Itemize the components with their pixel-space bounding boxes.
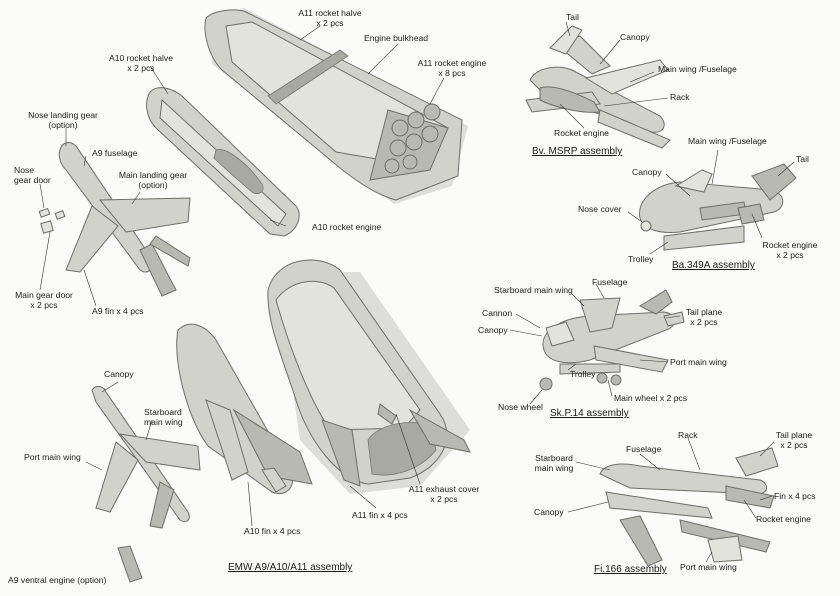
label-main-landing-gear-option: (option) <box>138 180 168 190</box>
label-a11-rocket-engine: A11 rocket engine x 8 pcs <box>410 58 494 78</box>
a10-assembled-part <box>176 323 313 494</box>
caption-emw-assembly: EMW A9/A10/A11 assembly <box>228 562 353 573</box>
label-a11-rocket-halve: A11 rocket halve x 2 pcs <box>290 8 370 28</box>
label-msrp-rocket-engine: Rocket engine <box>554 128 609 138</box>
label-a9-fuselage: A9 fuselage <box>92 148 138 158</box>
label-emw-starboard-line2: main wing <box>144 417 183 427</box>
label-main-landing-gear-text: Main landing gear <box>118 170 188 180</box>
label-a11-exhaust-cover-qty: x 2 pcs <box>430 494 458 504</box>
fi166-part <box>599 447 779 567</box>
label-fi166-starboard-main-wing: Starboard main wing <box>528 453 580 473</box>
label-ba349-nose-cover: Nose cover <box>578 204 622 214</box>
label-skp14-tail-plane-qty: x 2 pcs <box>690 317 718 327</box>
label-skp14-port-main-wing: Port main wing <box>670 357 727 367</box>
a9-fuselage-part <box>38 142 191 297</box>
label-a10-fin: A10 fin x 4 pcs <box>244 526 301 536</box>
label-fi166-canopy: Canopy <box>534 507 564 517</box>
label-fi166-starboard-line2: main wing <box>534 463 574 473</box>
label-fi166-rocket-engine: Rocket engine <box>756 514 811 524</box>
label-fi166-rack: Rack <box>678 430 698 440</box>
label-fi166-fuselage: Fuselage <box>626 444 662 454</box>
label-skp14-cannon: Cannon <box>482 308 513 318</box>
a10-rocket-halve-part <box>146 87 300 237</box>
label-a11-exhaust-cover: A11 exhaust cover x 2 pcs <box>400 484 488 504</box>
caption-msrp-assembly: Bv. MSRP assembly <box>532 146 623 157</box>
label-a11-exhaust-cover-text: A11 exhaust cover <box>408 484 480 494</box>
caption-ba349-assembly: Ba.349A assembly <box>672 260 755 271</box>
label-ba349-main-wing-fuselage: Main wing /Fuselage <box>688 136 767 146</box>
leader-lines <box>39 21 795 563</box>
label-a10-rocket-engine: A10 rocket engine <box>312 222 382 232</box>
label-emw-canopy: Canopy <box>104 369 134 379</box>
caption-skp14-assembly: Sk.P.14 assembly <box>550 408 629 419</box>
label-ba349-rocket-engine: Rocket engine x 2 pcs <box>752 240 828 260</box>
label-skp14-main-wheel: Main wheel x 2 pcs <box>614 393 688 403</box>
label-main-gear-door: Main gear door x 2 pcs <box>8 290 80 310</box>
label-a11-rocket-engine-qty: x 8 pcs <box>438 68 466 78</box>
label-a9-ventral-engine: A9 ventral engine (option) <box>8 575 107 585</box>
ba349a-part <box>639 163 797 251</box>
label-main-gear-door-qty: x 2 pcs <box>30 300 58 310</box>
label-skp14-nose-wheel: Nose wheel <box>498 402 543 412</box>
label-emw-port-main-wing: Port main wing <box>24 452 81 462</box>
label-fi166-starboard-line1: Starboard <box>535 453 573 463</box>
label-a11-rocket-halve-qty: x 2 pcs <box>316 18 344 28</box>
label-engine-bulkhead: Engine bulkhead <box>364 33 429 43</box>
label-skp14-fuselage: Fuselage <box>592 277 628 287</box>
label-nose-gear-door-line1: Nose <box>14 165 35 175</box>
label-skp14-tail-plane-text: Tail plane <box>685 307 723 317</box>
label-a10-rocket-halve-qty: x 2 pcs <box>127 63 155 73</box>
label-emw-starboard-main-wing: Starboard main wing <box>144 407 183 427</box>
label-a11-fin: A11 fin x 4 pcs <box>352 510 408 520</box>
label-msrp-rack: Rack <box>670 92 690 102</box>
label-fi166-port-main-wing: Port main wing <box>680 562 737 572</box>
label-skp14-tail-plane: Tail plane x 2 pcs <box>676 307 732 327</box>
a9-assembled-part <box>91 385 201 583</box>
label-ba349-rocket-engine-qty: x 2 pcs <box>776 250 804 260</box>
label-ba349-tail: Tail <box>796 154 809 164</box>
label-nose-landing-gear: Nose landing gear (option) <box>20 110 106 130</box>
label-msrp-canopy: Canopy <box>620 32 650 42</box>
caption-fi166-assembly: Fi.166 assembly <box>594 564 667 575</box>
label-a9-fin: A9 fin x 4 pcs <box>92 306 144 316</box>
label-skp14-trolley: Trolley <box>570 369 596 379</box>
label-ba349-canopy: Canopy <box>632 167 662 177</box>
label-nose-gear-door: Nose gear door <box>14 165 51 185</box>
label-ba349-rocket-engine-text: Rocket engine <box>762 240 818 250</box>
label-ba349-trolley: Trolley <box>628 254 654 264</box>
label-main-gear-door-text: Main gear door <box>15 290 73 300</box>
label-a10-rocket-halve-text: A10 rocket halve <box>108 53 173 63</box>
a11-assembled-part <box>267 259 471 494</box>
a11-engine-cluster <box>384 103 441 174</box>
label-nose-landing-gear-text: Nose landing gear <box>28 110 98 120</box>
skp14-part <box>539 289 685 391</box>
label-nose-landing-gear-option: (option) <box>48 120 78 130</box>
bv-msrp-part <box>525 25 671 149</box>
label-msrp-main-wing-fuselage: Main wing /Fuselage <box>658 64 737 74</box>
label-fi166-tail-plane-text: Tail plane <box>775 430 813 440</box>
label-skp14-starboard-main-wing: Starboard main wing <box>494 285 573 295</box>
label-a11-rocket-halve-text: A11 rocket halve <box>298 8 362 18</box>
label-skp14-canopy: Canopy <box>478 325 508 335</box>
label-fi166-fin: Fin x 4 pcs <box>774 491 816 501</box>
label-fi166-tail-plane: Tail plane x 2 pcs <box>766 430 822 450</box>
label-main-landing-gear: Main landing gear (option) <box>110 170 196 190</box>
label-msrp-tail: Tail <box>566 12 579 22</box>
label-emw-starboard-line1: Starboard <box>144 407 182 417</box>
label-a10-rocket-halve: A10 rocket halve x 2 pcs <box>98 53 184 73</box>
label-a11-rocket-engine-text: A11 rocket engine <box>417 58 487 68</box>
label-nose-gear-door-line2: gear door <box>14 175 51 185</box>
label-fi166-tail-plane-qty: x 2 pcs <box>780 440 808 450</box>
